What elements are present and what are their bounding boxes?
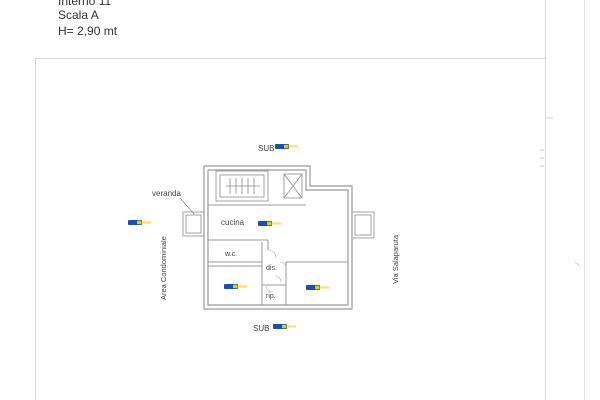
svg-text:idealista: idealista (315, 286, 329, 290)
page-frame-outer-right (584, 0, 585, 400)
watermark-badge: idealista (224, 284, 247, 289)
sub-label-bottom: SUB (253, 324, 269, 333)
ceiling-height: H= 2,90 mt (58, 24, 118, 38)
watermark-badge: idealista (258, 221, 281, 226)
wc-label: w.c. (224, 251, 237, 258)
staircase-label: Scala A (58, 8, 99, 22)
margin-marks (540, 117, 581, 267)
veranda-balcony (182, 211, 205, 237)
sub-label-top: SUB (258, 144, 274, 153)
interior-walls (208, 204, 348, 305)
veranda-label: veranda (152, 189, 181, 198)
page-frame-right (545, 0, 546, 400)
elevator-shaft (283, 173, 303, 199)
page-frame-left (35, 58, 36, 400)
right-balcony (351, 211, 375, 239)
unit-number: Interno 11 (58, 0, 112, 8)
street-label: Via Salaparuta (391, 234, 400, 284)
watermark-badge: idealista (275, 144, 298, 149)
door-swings (265, 249, 287, 293)
svg-text:idealista: idealista (282, 325, 296, 329)
outer-walls (203, 165, 353, 310)
storage-label: rip. (266, 293, 276, 300)
watermark-badge: idealista (128, 220, 151, 225)
svg-text:idealista: idealista (233, 285, 247, 289)
stair-block (215, 170, 269, 202)
svg-text:idealista: idealista (284, 145, 298, 149)
svg-text:idealista: idealista (267, 222, 281, 226)
kitchen-label: cucina (221, 218, 245, 227)
watermark-badge: idealista (273, 324, 296, 329)
watermark-badge: idealista (306, 285, 329, 290)
hallway-label: dis. (266, 265, 277, 272)
svg-text:idealista: idealista (137, 221, 151, 225)
page-frame-top (35, 58, 545, 59)
common-area-label: Area Condominiale (159, 236, 168, 300)
veranda-pointer (179, 197, 195, 215)
